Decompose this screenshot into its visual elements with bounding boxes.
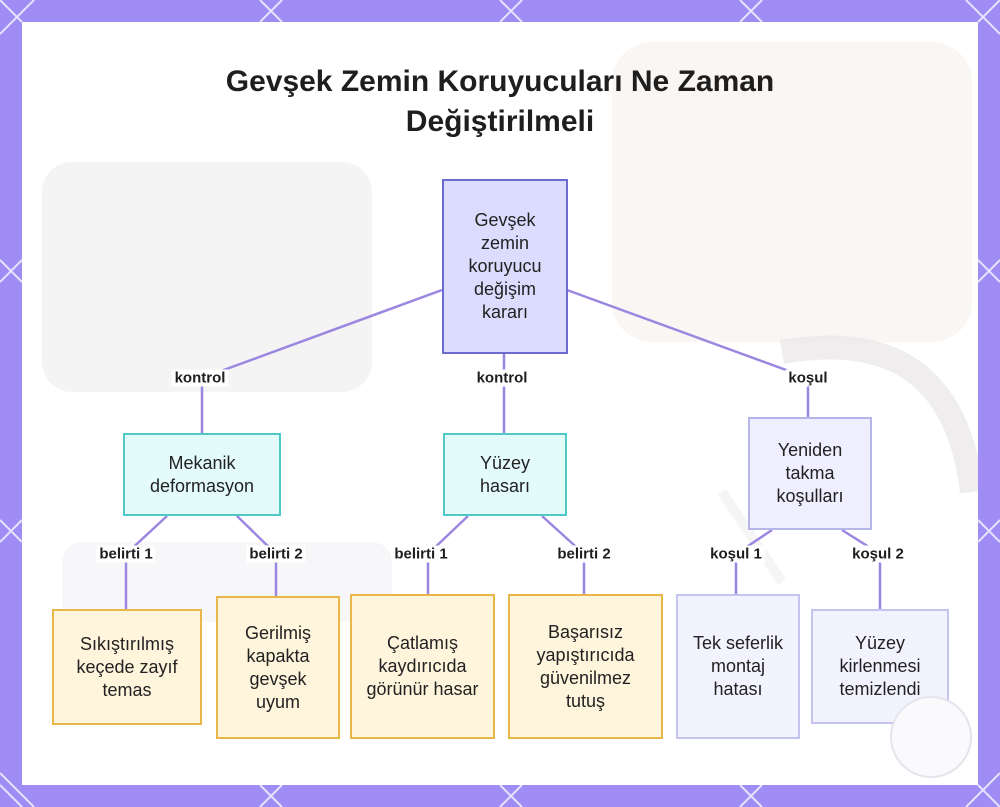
link-root-mechanical — [202, 290, 442, 434]
link-mech-compressed — [126, 516, 167, 610]
node-failed-adhesive: Başarısız yapıştırıcıda güvenilmez tutuş — [508, 594, 663, 739]
node-reinstall-conditions: Yeniden takma koşulları — [748, 417, 872, 530]
edge-label-rein-single: koşul 1 — [707, 546, 765, 563]
edge-label-mech-stretched: belirti 2 — [246, 546, 305, 563]
edge-label-root-mechanical: kontrol — [172, 370, 229, 387]
node-mechanical-deformation: Mekanik deformasyon — [123, 433, 281, 516]
link-rein-single — [736, 530, 772, 595]
edge-label-rein-cleaned: koşul 2 — [849, 546, 907, 563]
node-surface-damage: Yüzey hasarı — [443, 433, 567, 516]
edge-label-root-reinstall: koşul — [785, 370, 830, 387]
node-stretched-cap: Gerilmiş kapakta gevşek uyum — [216, 596, 340, 739]
node-single-use-mount: Tek seferlik montaj hatası — [676, 594, 800, 739]
link-rein-cleaned — [842, 530, 880, 610]
edge-label-surf-cracked: belirti 1 — [391, 546, 450, 563]
node-compressed-felt: Sıkıştırılmış keçede zayıf temas — [52, 609, 202, 725]
link-root-reinstall — [567, 290, 808, 418]
node-cracked-slider: Çatlamış kaydırıcıda görünür hasar — [350, 594, 495, 739]
edge-label-root-surface: kontrol — [474, 370, 531, 387]
diagram-card: Gevşek Zemin Koruyucuları Ne Zaman Değiş… — [22, 22, 978, 785]
edge-label-surf-adhesive: belirti 2 — [554, 546, 613, 563]
node-root-decision: Gevşek zemin koruyucu değişim kararı — [442, 179, 568, 354]
edge-label-mech-compressed: belirti 1 — [96, 546, 155, 563]
seal-mark — [890, 696, 972, 778]
